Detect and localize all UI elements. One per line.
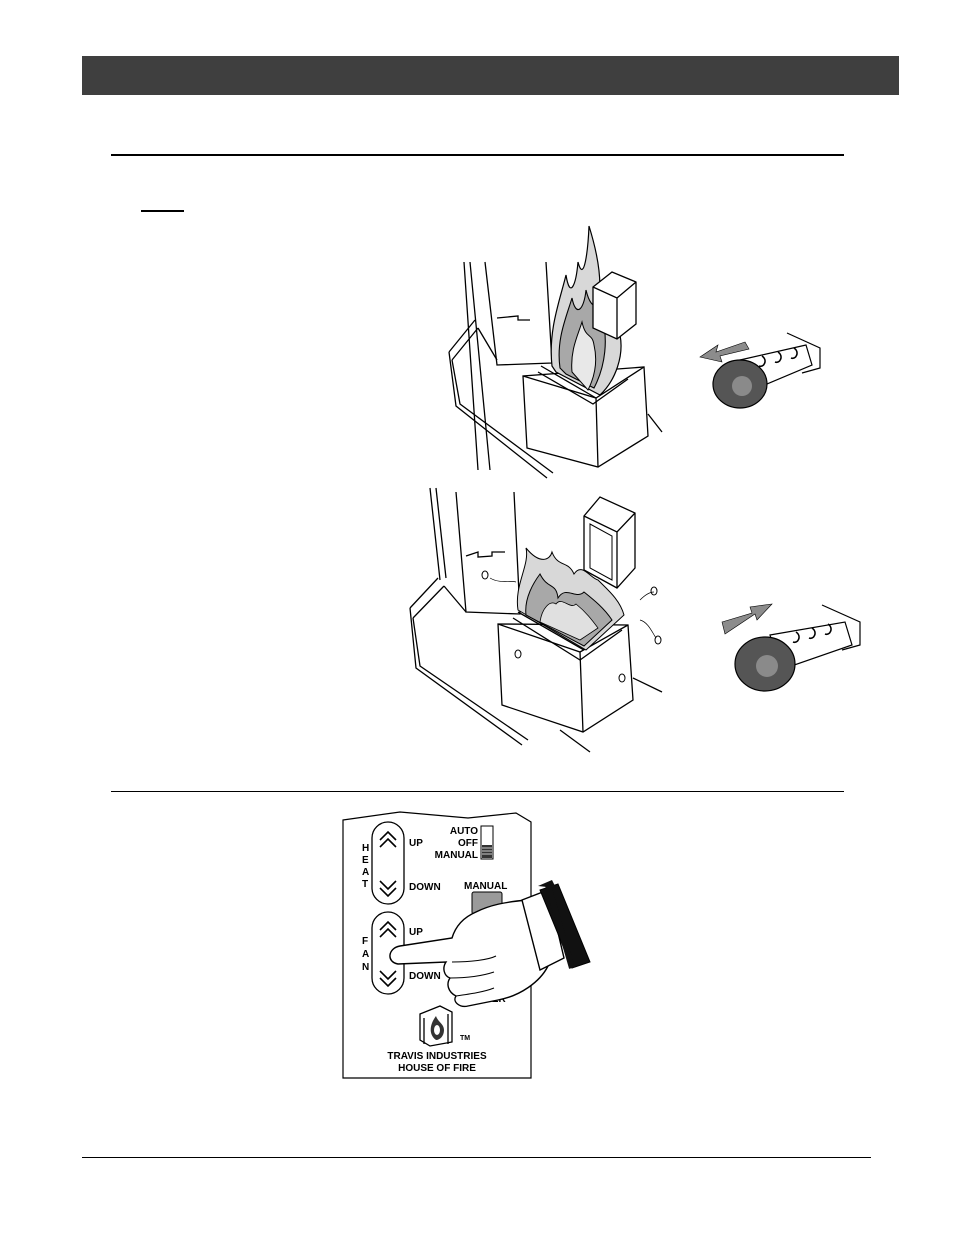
- footer-rule: [82, 1157, 871, 1158]
- mode-auto-label: AUTO: [450, 826, 478, 837]
- brand-line-2: HOUSE OF FIRE: [398, 1063, 476, 1074]
- knob-pushed-in: [734, 604, 861, 692]
- header-bar: [82, 56, 899, 95]
- fan-letter-n: N: [362, 962, 369, 973]
- fan-down-label: DOWN: [409, 971, 441, 982]
- heat-down-chevron-icon: [379, 880, 397, 898]
- fan-letter-f: F: [362, 936, 368, 947]
- brand-line-1: TRAVIS INDUSTRIES: [387, 1051, 487, 1062]
- section-rule-top: [111, 154, 844, 156]
- fan-up-label: UP: [409, 927, 423, 938]
- heat-letter-t: T: [362, 879, 368, 890]
- heat-up-label: UP: [409, 838, 423, 849]
- heat-down-label: DOWN: [409, 882, 441, 893]
- heat-letter-e: E: [362, 855, 369, 866]
- trademark-symbol: TM: [460, 1035, 470, 1042]
- heat-letter-a: A: [362, 867, 369, 878]
- heat-rocker: [371, 821, 405, 905]
- section-rule-middle: [111, 791, 844, 792]
- arrow-pull-out: [699, 341, 750, 363]
- heat-letter-h: H: [362, 843, 369, 854]
- mode-off-label: OFF: [458, 838, 478, 849]
- fan-up-chevron-icon: [379, 920, 397, 938]
- manual-button-label: MANUAL: [464, 881, 507, 892]
- mode-manual-label: MANUAL: [435, 850, 478, 861]
- fan-letter-a: A: [362, 949, 369, 960]
- heat-up-chevron-icon: [379, 830, 397, 848]
- arrow-push-in: [721, 603, 773, 635]
- underlined-heading-stub: [141, 210, 184, 212]
- pointing-hand-icon: [389, 880, 591, 1008]
- mode-switch[interactable]: [480, 825, 494, 860]
- knob-pulled-out: [712, 332, 821, 409]
- travis-logo-icon: [419, 1005, 453, 1047]
- fan-down-chevron-icon: [379, 970, 397, 988]
